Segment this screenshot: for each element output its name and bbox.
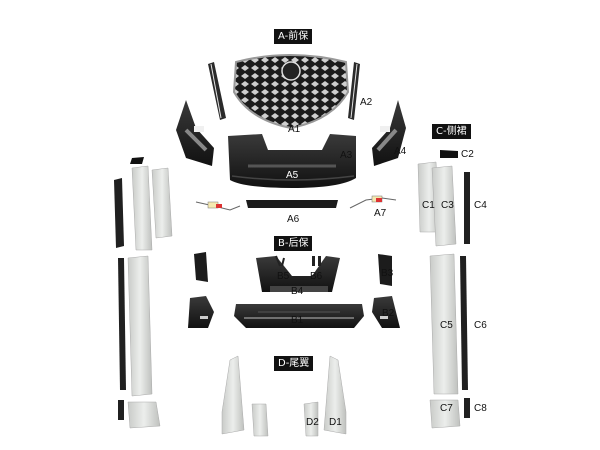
part-label-a3: A3 [340, 150, 353, 161]
part-label-b1: B1 [291, 315, 304, 326]
rear-corner-left [188, 296, 214, 328]
part-label-d1: D1 [329, 417, 342, 428]
part-label-c2: C2 [461, 149, 474, 160]
part-label-b6: B6 [310, 271, 323, 282]
section-header-spoiler: D-尾翼 [274, 356, 314, 371]
part-label-a2: A2 [360, 97, 373, 108]
wiring-a7 [349, 195, 397, 209]
section-header-front-bumper: A-前保 [274, 29, 313, 44]
bumper-strip-a6 [246, 200, 338, 208]
bracket-b5 [275, 255, 285, 267]
fog-lamp-a4 [372, 100, 406, 166]
side-skirt-left-set [114, 157, 173, 429]
side-skirt-c6 [460, 256, 468, 390]
grille-a1 [232, 54, 350, 130]
part-label-a4: A4 [394, 146, 407, 157]
part-label-a7: A7 [374, 208, 387, 219]
part-label-b2: B2 [382, 308, 395, 319]
side-skirt-c3 [431, 165, 457, 247]
part-label-c6: C6 [474, 320, 487, 331]
part-label-b4: B4 [291, 286, 304, 297]
part-label-c5: C5 [440, 320, 453, 331]
part-label-c8: C8 [474, 403, 487, 414]
section-header-rear-bumper: B-后保 [274, 236, 313, 251]
rear-corner-b2 [372, 296, 400, 328]
rear-reflector-left [194, 252, 208, 282]
front-bumper-a5 [228, 134, 356, 188]
side-skirt-c5 [429, 253, 459, 395]
grille-trim-left [208, 62, 226, 120]
spoiler-d1 [323, 355, 347, 435]
part-label-c3: C3 [441, 200, 454, 211]
part-label-b3: B3 [381, 268, 394, 279]
grille-trim-a2 [348, 62, 360, 120]
side-skirt-c4 [464, 172, 470, 244]
part-label-d2: D2 [306, 417, 319, 428]
part-label-a1: A1 [288, 124, 301, 135]
spoiler-d2 [303, 401, 319, 437]
fog-lamp-left [176, 100, 214, 166]
part-label-a5: A5 [286, 170, 299, 181]
side-skirt-c2 [440, 150, 458, 158]
side-skirt-c8 [464, 398, 470, 418]
rear-reflector-b3 [378, 254, 392, 286]
rear-bumper-b1 [234, 304, 364, 328]
bracket-b6 [312, 256, 321, 266]
side-skirt-c7 [429, 399, 461, 429]
wiring-left [195, 201, 241, 211]
part-label-c4: C4 [474, 200, 487, 211]
rear-diffuser-b4 [256, 256, 340, 292]
part-label-a6: A6 [287, 214, 300, 225]
section-header-side-skirt: C-侧裙 [432, 124, 471, 139]
part-label-b5: B5 [277, 271, 290, 282]
spoiler-left [221, 355, 269, 437]
part-label-c1: C1 [422, 200, 435, 211]
part-label-c7: C7 [440, 403, 453, 414]
